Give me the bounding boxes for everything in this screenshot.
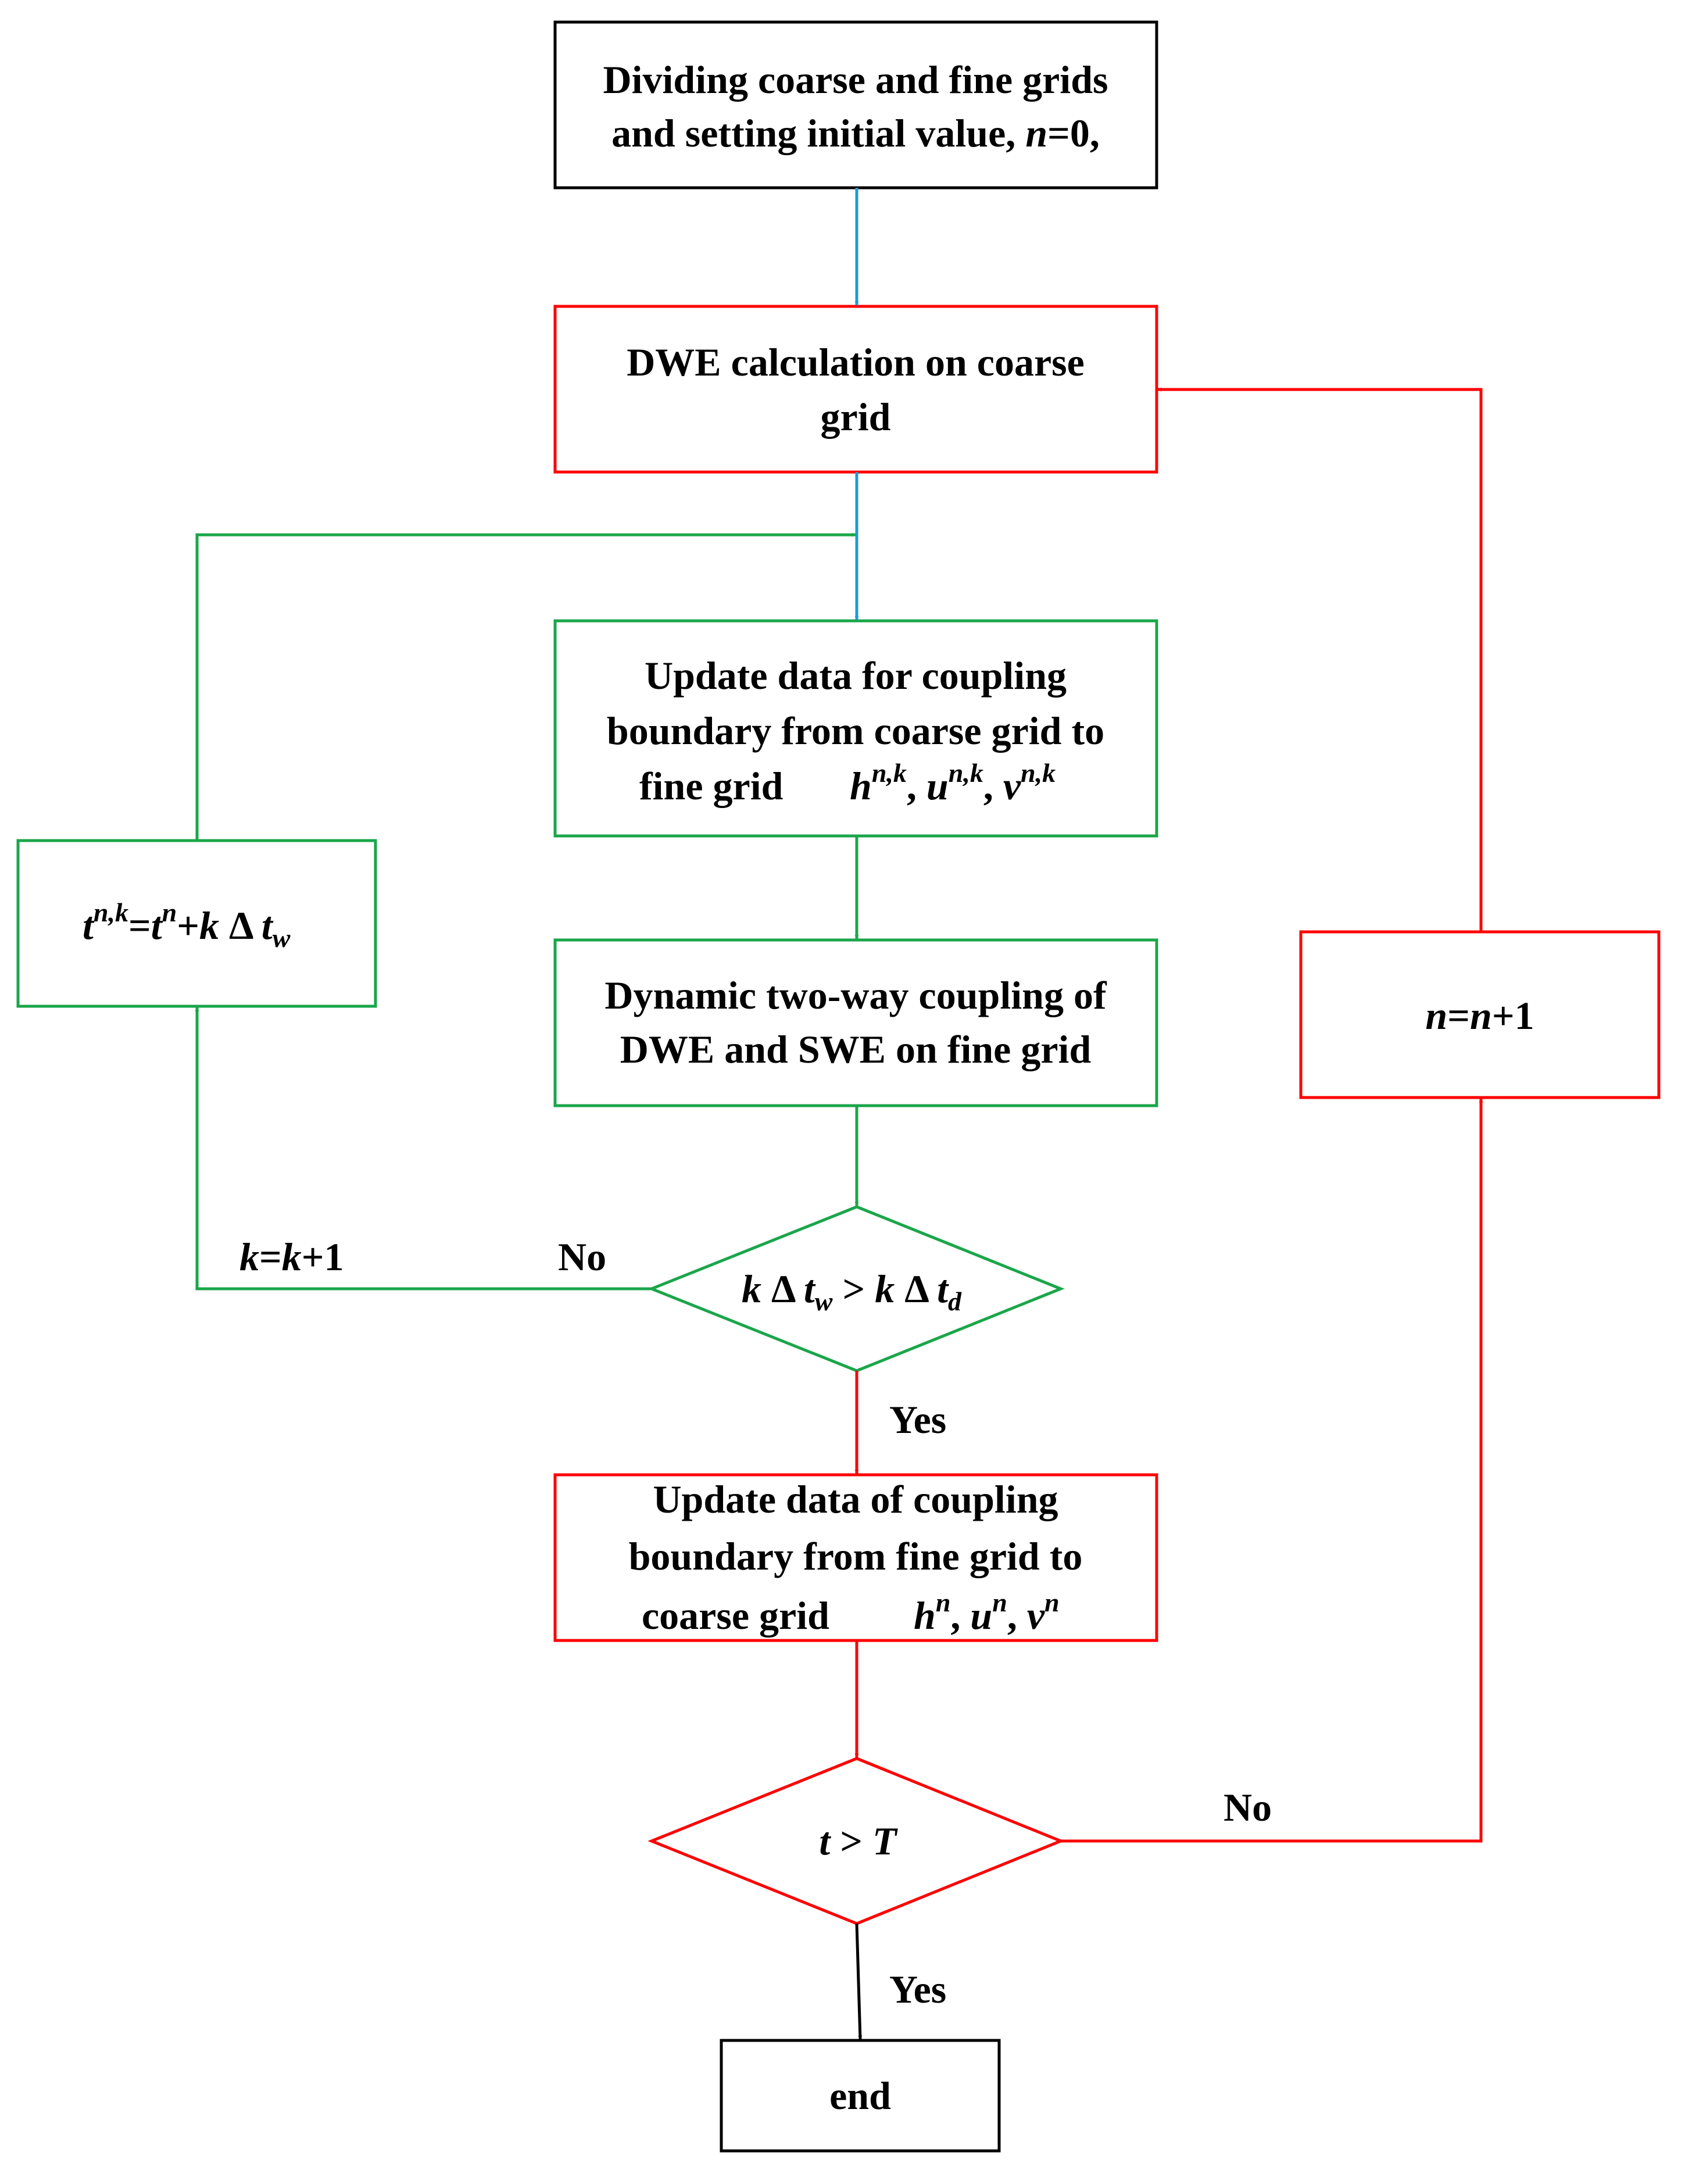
update-fine-vars: hn,k, un,k, vn,k bbox=[850, 758, 1056, 808]
arrow-yes-t-to-end bbox=[855, 1923, 863, 2040]
update-fine-line3: fine grid bbox=[639, 764, 784, 808]
dynamic-line2: DWE and SWE on fine grid bbox=[620, 1027, 1092, 1071]
update-fine-line2: boundary from coarse grid to bbox=[607, 709, 1104, 753]
update-coarse-line1: Update data of coupling bbox=[653, 1477, 1058, 1521]
arrow-no-k-to-timestep bbox=[195, 1007, 652, 1291]
arrow-no-t-to-n-increment bbox=[1061, 1098, 1483, 1843]
no-label-k: No bbox=[558, 1235, 606, 1279]
update-coarse-vars: hn, un, vn bbox=[914, 1588, 1060, 1638]
start-line1: Dividing coarse and fine grids bbox=[603, 58, 1108, 102]
update-coarse-line2: boundary from fine grid to bbox=[629, 1534, 1083, 1578]
decision-k-condition: k Δ tw > k Δ td bbox=[742, 1267, 962, 1316]
n-increment-formula: n=n+1 bbox=[1425, 993, 1534, 1038]
no-label-t: No bbox=[1223, 1785, 1272, 1829]
end-label: end bbox=[829, 2074, 891, 2118]
k-increment-label: k=k+1 bbox=[239, 1235, 344, 1279]
dynamic-line1: Dynamic two-way coupling of bbox=[604, 973, 1107, 1017]
time-step-formula: tn,k=tn+k Δ tw bbox=[83, 898, 291, 953]
arrow-timestep-loop-back bbox=[195, 532, 856, 841]
dwe-coarse-line1: DWE calculation on coarse bbox=[627, 340, 1085, 384]
update-fine-line1: Update data for coupling bbox=[645, 653, 1067, 698]
yes-label-k: Yes bbox=[889, 1397, 946, 1442]
arrow-n-increment-to-dwe bbox=[1157, 387, 1483, 932]
yes-label-t: Yes bbox=[889, 1967, 946, 2011]
start-box bbox=[553, 20, 1158, 190]
decision-t-condition: t > T bbox=[819, 1819, 898, 1863]
dwe-coarse-box bbox=[553, 305, 1158, 474]
update-coarse-line3: coarse grid bbox=[642, 1593, 829, 1638]
end-box bbox=[720, 2039, 1001, 2153]
start-line2: and setting initial value, n=0, bbox=[611, 111, 1100, 155]
dwe-coarse-line2: grid bbox=[821, 395, 891, 439]
dynamic-coupling-box bbox=[553, 938, 1158, 1107]
